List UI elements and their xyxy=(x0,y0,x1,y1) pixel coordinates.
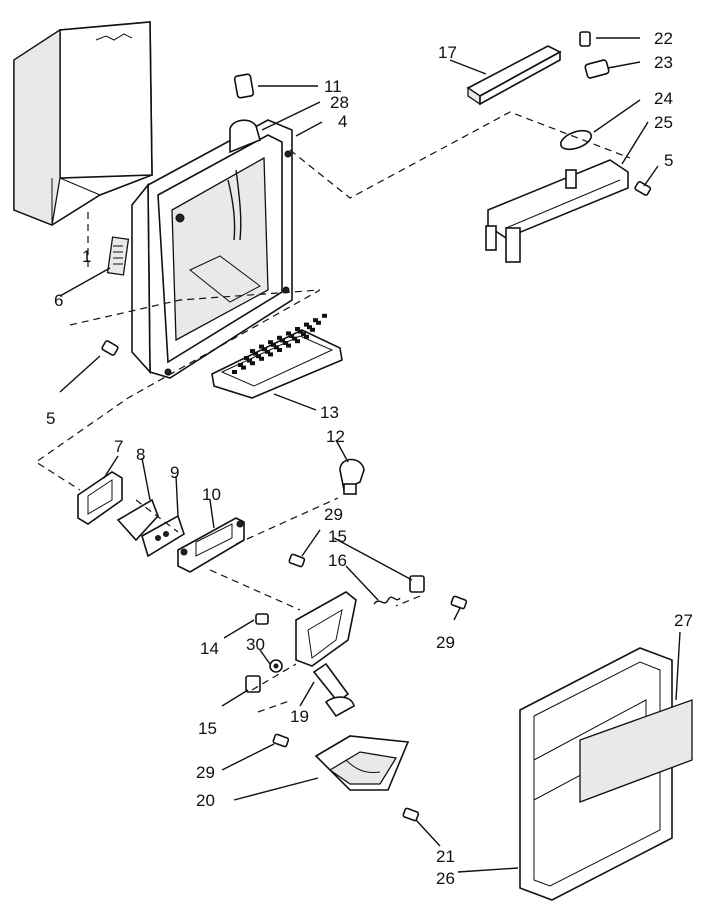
tray-hole xyxy=(259,356,264,361)
channel-part xyxy=(466,45,562,106)
screw-29-mid xyxy=(288,553,306,568)
membrane-8 xyxy=(116,498,159,542)
tray-hole xyxy=(280,338,285,343)
tray-hole xyxy=(274,345,279,350)
callout-5-left: 5 xyxy=(46,409,55,428)
switch-23 xyxy=(584,59,610,79)
tray-hole xyxy=(253,351,258,356)
tray-hole xyxy=(247,358,252,363)
callout-8: 8 xyxy=(136,445,145,464)
callout-27: 27 xyxy=(674,611,693,630)
callout-29-mid: 29 xyxy=(324,505,343,524)
callout-16: 16 xyxy=(328,551,347,570)
part-12 xyxy=(339,458,365,495)
tray-hole xyxy=(241,365,246,370)
callout-13: 13 xyxy=(320,403,339,422)
frame-top-bracket xyxy=(229,119,261,154)
label-27 xyxy=(579,699,693,803)
tray-hole xyxy=(250,349,255,353)
callout-20: 20 xyxy=(196,791,215,810)
callout-9: 9 xyxy=(170,463,179,482)
callout-5-right: 5 xyxy=(664,151,673,170)
chute-20 xyxy=(314,735,410,791)
callout-7: 7 xyxy=(114,437,123,456)
callout-6: 6 xyxy=(54,291,63,310)
callout-21: 21 xyxy=(436,847,455,866)
callout-28: 28 xyxy=(330,93,349,112)
tray-hole xyxy=(322,313,327,318)
washer-30 xyxy=(269,659,283,673)
tray-hole xyxy=(244,356,249,360)
tray-hole xyxy=(277,348,282,352)
callout-14: 14 xyxy=(200,639,219,658)
tray-hole xyxy=(310,327,315,332)
tray-hole xyxy=(265,349,270,354)
callout-19: 19 xyxy=(290,707,309,726)
callout-25: 25 xyxy=(654,113,673,132)
callout-30: 30 xyxy=(246,635,265,654)
tray-hole xyxy=(271,342,276,347)
leader-lines xyxy=(59,37,681,873)
tray-hole xyxy=(304,334,309,339)
bracket-10 xyxy=(177,517,245,573)
housing-cover xyxy=(13,21,153,226)
tray-hole xyxy=(277,335,282,340)
screw-right xyxy=(634,180,652,196)
callout-29-low: 29 xyxy=(196,763,215,782)
bushing-14 xyxy=(255,613,269,625)
tray-hole xyxy=(259,344,264,349)
tray-hole xyxy=(298,329,303,334)
actuator-24 xyxy=(559,129,593,151)
tray-hole xyxy=(238,363,243,367)
tray-hole xyxy=(286,343,291,348)
tray-hole xyxy=(304,322,309,327)
spring-16 xyxy=(373,596,401,605)
callout-23: 23 xyxy=(654,53,673,72)
small-grille xyxy=(106,236,130,276)
screw-left xyxy=(101,340,119,356)
callout-29-right: 29 xyxy=(436,633,455,652)
tray-hole xyxy=(316,320,321,325)
tray-hole xyxy=(283,341,288,345)
callout-1: 1 xyxy=(82,247,91,266)
callout-11: 11 xyxy=(324,77,342,96)
callout-15-left: 15 xyxy=(198,719,217,738)
dispenser-frame xyxy=(131,119,293,379)
callout-12: 12 xyxy=(326,427,345,446)
screw-21 xyxy=(402,807,420,822)
gasket-7 xyxy=(77,471,123,525)
callout-24: 24 xyxy=(654,89,673,108)
screw-29-right xyxy=(450,595,468,610)
guide-lines xyxy=(34,111,631,713)
tray-hole xyxy=(256,354,261,359)
tray-hole xyxy=(295,339,300,344)
tray-hole xyxy=(307,325,312,330)
tray-hole xyxy=(289,334,294,338)
tray-hole xyxy=(268,352,273,357)
screw-29-low xyxy=(272,733,290,748)
tray-hole xyxy=(301,332,306,337)
screw-22 xyxy=(579,31,591,47)
tray-hole xyxy=(313,318,318,323)
tray-hole xyxy=(232,370,237,374)
grille-tray xyxy=(211,313,343,399)
lever-arm-19 xyxy=(295,591,357,718)
tray-hole xyxy=(292,336,297,341)
callout-26: 26 xyxy=(436,869,455,888)
tray-hole xyxy=(295,327,300,331)
callout-17: 17 xyxy=(438,43,457,62)
tray-hole xyxy=(262,347,267,352)
clip-15-right xyxy=(409,575,425,593)
bracket-25 xyxy=(485,159,629,263)
tray-hole xyxy=(286,331,291,336)
callout-22: 22 xyxy=(654,29,673,48)
callout-10: 10 xyxy=(202,485,221,504)
nut-part xyxy=(233,73,255,99)
callout-15-right: 15 xyxy=(328,527,347,546)
tray-hole xyxy=(268,340,273,345)
tray-hole xyxy=(250,361,255,366)
callout-labels: 1 4 5 5 6 7 8 9 10 11 12 13 14 15 15 16 … xyxy=(46,29,693,888)
callout-4: 4 xyxy=(338,112,347,131)
